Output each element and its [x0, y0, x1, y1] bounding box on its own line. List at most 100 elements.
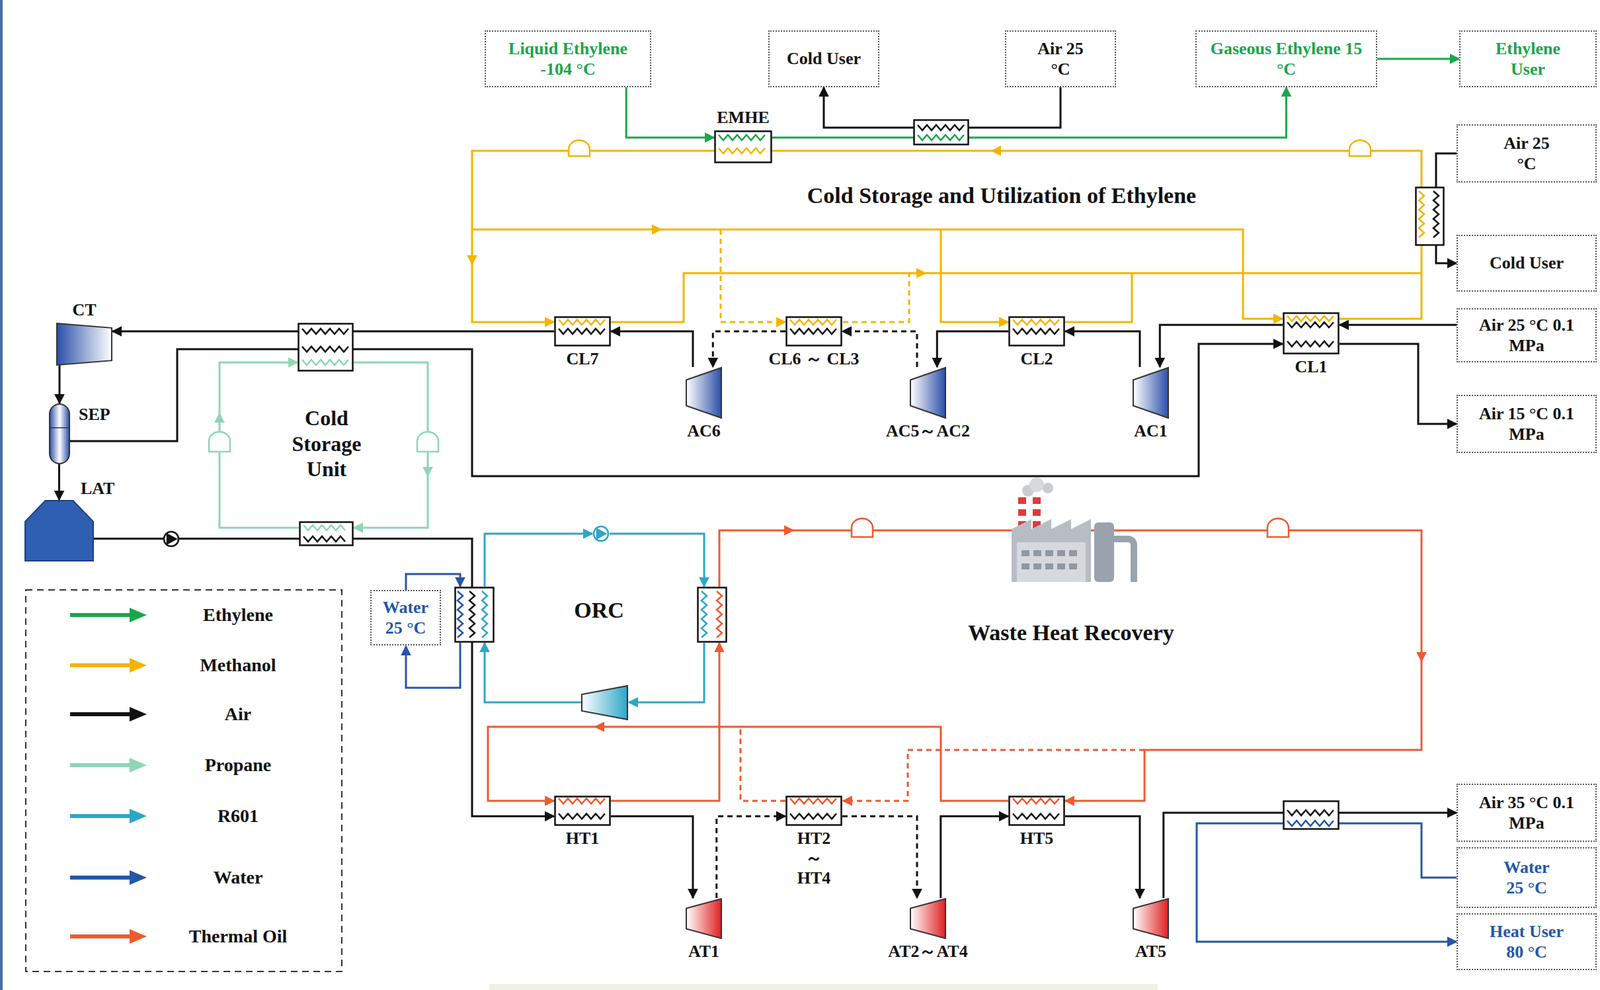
g-shape: [487, 530, 1422, 801]
g-shape: [298, 120, 1444, 830]
path-shape: [628, 642, 705, 703]
legend-swatch: [68, 657, 149, 674]
circle-shape: [1029, 477, 1044, 492]
polyline-shape: [790, 798, 837, 804]
exchanger-coil: [1418, 191, 1425, 238]
polygon-shape: [686, 367, 722, 418]
endpoint-box: Air 25 °C: [1456, 124, 1597, 183]
box-label: Ethylene User: [1481, 38, 1575, 80]
process-component: AT1: [685, 897, 722, 939]
exchanger-coil: [469, 591, 475, 638]
legend-label: Propane: [158, 753, 318, 777]
rect-shape: [1033, 550, 1042, 557]
endpoint-box: Water 25 °C: [1456, 846, 1597, 908]
polyline-shape: [790, 813, 837, 819]
component-label: CL2: [1018, 349, 1055, 369]
polyline-shape: [558, 813, 605, 819]
flow-connector: [1065, 331, 1140, 367]
path-shape: [167, 534, 176, 544]
process-component: CL7: [554, 316, 611, 347]
polyline-shape: [1012, 328, 1060, 334]
legend-line: [70, 813, 133, 818]
component-label: AT1: [686, 941, 722, 962]
legend-arrowhead: [129, 870, 147, 885]
box-label: Air 25 °C: [1496, 132, 1557, 174]
rect-shape: [1018, 503, 1027, 510]
legend-label: Methanol: [158, 653, 318, 677]
exchanger-coil: [1287, 809, 1334, 816]
legend-arrowhead: [129, 757, 147, 773]
flow-connector: [772, 87, 1287, 138]
polygon-shape: [581, 685, 628, 720]
legend-swatch: [68, 869, 149, 886]
process-component: CL1: [1282, 312, 1340, 355]
heat-exchanger: [914, 120, 969, 145]
flow-connector: [936, 331, 1009, 367]
path-shape: [487, 726, 596, 801]
process-component: HT2 ～ HT4: [785, 795, 843, 826]
g-shape: [1011, 477, 1134, 582]
flow-connector: [1339, 343, 1457, 424]
process-component: LAT: [24, 499, 94, 562]
rect-shape: [1283, 313, 1339, 354]
component-shape: [1132, 366, 1169, 419]
exchanger-coil: [303, 536, 346, 542]
section-label: Waste Heat Recovery: [899, 619, 1243, 647]
circle-shape: [163, 531, 179, 547]
polygon-shape: [1133, 367, 1169, 418]
rect-shape: [1009, 796, 1065, 826]
section-label: ORC: [532, 597, 666, 625]
path-shape: [472, 228, 662, 231]
rect-shape: [1057, 563, 1066, 570]
component-shape: [48, 403, 71, 465]
path-shape: [842, 749, 1145, 801]
component-shape: [909, 366, 947, 419]
component-label: AT5: [1133, 941, 1169, 962]
component-label: HT2 ～ HT4: [790, 828, 838, 888]
component-label: AC5～AC2: [883, 421, 972, 441]
rect-shape: [1045, 550, 1054, 557]
box-label: Heat User 80 °C: [1480, 920, 1573, 962]
endpoint-box: Cold User: [1456, 234, 1597, 292]
path-shape: [1339, 198, 1422, 319]
legend-label: Air: [158, 702, 318, 726]
flow-connector: [626, 87, 715, 138]
rect-shape: [489, 983, 1158, 990]
exchanger-coil: [917, 134, 964, 141]
component-label: CL7: [563, 349, 601, 369]
g-shape: [1021, 550, 1078, 570]
path-shape: [842, 273, 910, 322]
flow-connector: [58, 464, 61, 500]
section-label: Cold Storage Unit: [277, 405, 377, 482]
legend-line: [70, 712, 133, 717]
box-label: Cold User: [774, 48, 874, 69]
g-shape: [208, 140, 1371, 537]
box-label: Air 35 °C 0.1 MPa: [1463, 792, 1590, 834]
heat-exchanger: [298, 323, 354, 371]
path-shape: [208, 431, 231, 452]
legend-label: R601: [158, 804, 318, 828]
exchanger-coil: [302, 346, 349, 352]
component-shape: [714, 130, 773, 164]
component-shape: [56, 322, 113, 366]
legend-line: [70, 663, 133, 668]
path-shape: [597, 528, 606, 539]
box-label: Air 15 °C 0.1 MPa: [1463, 403, 1590, 445]
endpoint-box: Air 25 °C: [1004, 30, 1117, 88]
g-shape: [163, 526, 609, 547]
polygon-shape: [910, 898, 946, 939]
process-component: AT2～AT4: [909, 897, 947, 939]
legend-arrowhead: [129, 607, 147, 623]
polyline-shape: [558, 319, 605, 325]
path-shape: [353, 362, 428, 477]
flow-connector: [1163, 812, 1457, 898]
component-label: HT5: [1018, 828, 1056, 849]
path-shape: [925, 272, 1422, 275]
process-component: SEP: [48, 403, 71, 465]
legend-line: [70, 875, 133, 880]
component-shape: [785, 316, 843, 347]
heat-exchanger: [1283, 801, 1339, 830]
legend-label: Water: [158, 866, 318, 889]
component-label: EMHE: [714, 107, 771, 128]
